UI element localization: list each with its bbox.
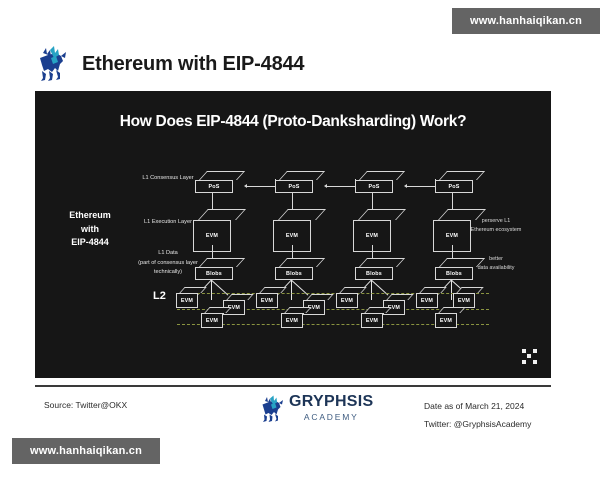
dot-cluster-icon [522, 349, 537, 364]
l2-rail-bottom [177, 324, 489, 325]
chain-arrow-2-3-icon [324, 184, 327, 188]
gryphon-logo-icon [34, 44, 68, 84]
link-evm-blobs-4 [452, 245, 453, 258]
link-evm-blobs-1 [212, 245, 213, 258]
footer-twitter: Twitter: @GryphsisAcademy [424, 418, 532, 429]
watermark-top-text: www.hanhaiqikan.cn [470, 15, 582, 27]
link-pos-evm-2 [292, 193, 293, 209]
note-preserve-l1-line-1: perserve L1 [481, 218, 511, 224]
link-blobs-l2-3b [371, 280, 372, 300]
link-blobs-l2-1b [211, 280, 212, 300]
node-pos-1-label: PoS [195, 180, 233, 193]
diagram-side-label: Ethereum with EIP-4844 [45, 209, 135, 250]
diagram-title: How Does EIP-4844 (Proto-Danksharding) W… [119, 113, 467, 130]
link-evm-blobs-2 [292, 245, 293, 258]
link-blobs-l2-4b [451, 280, 452, 300]
watermark-bottom-text: www.hanhaiqikan.cn [30, 445, 142, 457]
chain-link-2-3 [327, 186, 355, 187]
watermark-bottom: www.hanhaiqikan.cn [12, 438, 160, 464]
node-l2-evm-1a-label: EVM [176, 293, 198, 308]
gryphon-logo-icon [258, 394, 284, 424]
chain-arrow-3-4-icon [404, 184, 407, 188]
node-l2-evm-3a-label: EVM [336, 293, 358, 308]
row-label-data: L1 Data [158, 250, 178, 256]
link-pos-evm-3 [372, 193, 373, 209]
node-l2-evm-1c-label: EVM [201, 313, 223, 328]
note-preserve-l1: perserve L1 Ethereum ecosystem [451, 217, 541, 234]
chain-link-3-4 [407, 186, 435, 187]
page-footer: Source: Twitter@OKX GRYPHSIS AC [0, 392, 600, 456]
link-evm-blobs-3 [372, 245, 373, 258]
side-label-line-1: Ethereum [69, 210, 111, 220]
footer-date: Date as of March 21, 2024 [424, 401, 525, 411]
gryphsis-wordmark: GRYPHSIS ACADEMY [289, 393, 374, 423]
node-blobs-3-label: Blobs [355, 267, 393, 280]
note-data-availability: better data availability [451, 255, 541, 272]
page-header: Ethereum with EIP-4844 [0, 38, 600, 90]
node-pos-3-label: PoS [355, 180, 393, 193]
chain-link-1-2 [247, 186, 275, 187]
node-l2-evm-4b-label: EVM [453, 293, 475, 308]
link-pos-evm-4 [452, 193, 453, 209]
side-label-line-2: with [81, 223, 99, 234]
page-title: Ethereum with EIP-4844 [82, 52, 305, 75]
node-pos-2-label: PoS [275, 180, 313, 193]
chain-arrow-1-2-icon [244, 184, 247, 188]
chain-drop-4 [435, 179, 436, 187]
row-label-data-sub-2: technically) [154, 269, 182, 275]
footer-meta: Date as of March 21, 2024 Twitter: @Gryp… [424, 398, 531, 434]
row-label-l2: L2 [153, 290, 166, 302]
node-l2-evm-2a-label: EVM [256, 293, 278, 308]
source-text: Source: Twitter@OKX [44, 400, 128, 410]
diagram-panel: How Does EIP-4844 (Proto-Danksharding) W… [35, 91, 551, 378]
node-blobs-1-label: Blobs [195, 267, 233, 280]
link-blobs-l2-2b [291, 280, 292, 300]
note-preserve-l1-line-2: Ethereum ecosystem [470, 226, 522, 233]
node-l2-evm-4a-label: EVM [416, 293, 438, 308]
l2-rail-mid [177, 309, 489, 310]
chain-drop-2 [275, 179, 276, 187]
node-blobs-4-label: Blobs [435, 267, 473, 280]
row-label-data-sub-1: (part of consensus layer [138, 260, 198, 266]
link-pos-evm-1 [212, 193, 213, 209]
node-blobs-2-label: Blobs [275, 267, 313, 280]
side-label-line-3: EIP-4844 [71, 237, 109, 247]
chain-drop-3 [355, 179, 356, 187]
gryphsis-brand-lockup: GRYPHSIS ACADEMY [258, 394, 374, 424]
note-data-availability-line-1: better [489, 256, 503, 262]
gryphsis-name: GRYPHSIS [289, 393, 374, 410]
node-l2-evm-4c-label: EVM [435, 313, 457, 328]
row-label-execution: L1 Execution Layer [144, 219, 192, 225]
node-pos-4-label: PoS [435, 180, 473, 193]
footer-divider [35, 385, 551, 387]
l2-rail-top [177, 293, 489, 294]
watermark-top: www.hanhaiqikan.cn [452, 8, 600, 34]
node-l2-evm-3c-label: EVM [361, 313, 383, 328]
node-l2-evm-2c-label: EVM [281, 313, 303, 328]
gryphsis-sub: ACADEMY [303, 412, 359, 422]
row-label-consensus: L1 Consensus Layer [142, 175, 194, 181]
note-data-availability-line-2: data availability [477, 264, 515, 271]
